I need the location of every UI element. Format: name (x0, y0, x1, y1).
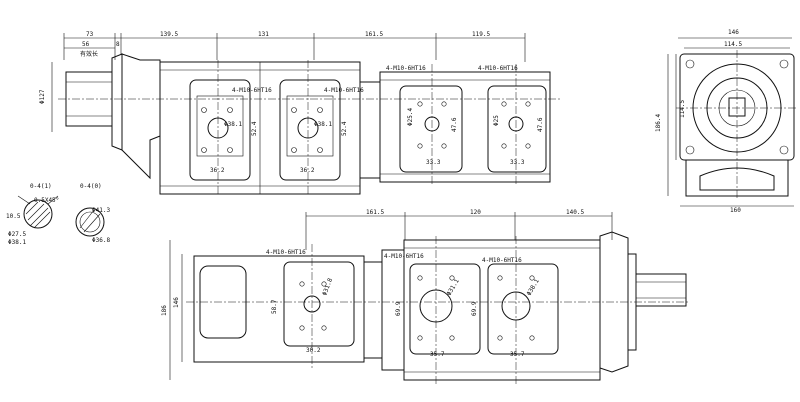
bot-dia-2: Φ31.1 (446, 278, 461, 297)
bot-dia-3: Φ38.1 (526, 278, 541, 297)
bot-dim-120: 120 (470, 209, 481, 216)
port-dia-3: Φ25.4 (407, 108, 414, 126)
bot-thread-c: 4-M10-6HT16 (482, 257, 522, 264)
port-dist-1: 36.2 (210, 167, 225, 174)
dim-8: 8 (116, 41, 120, 48)
section-a-title: 0-4(1) (30, 183, 52, 190)
dim-shaft-dia: Φ127 (39, 89, 46, 104)
dim-139-5: 139.5 (160, 31, 178, 38)
port-dia-2: Φ38.1 (314, 121, 332, 128)
bottom-view: 161.5 120 140.5 186 146 4-M10-6HT16 Φ31.… (161, 209, 690, 384)
side-view: 146 114.5 186.4 114.5 160 (655, 29, 798, 214)
bot-thread-a: 4-M10-6HT16 (266, 249, 306, 256)
port-h-3: 47.6 (451, 117, 458, 132)
port-thread-c: 4-M10-6HT16 (386, 65, 426, 72)
port-dist-3: 33.3 (426, 159, 441, 166)
top-view: 73 56 8 有效长 139.5 131 161.5 119.5 Φ127 (39, 31, 560, 196)
bot-dist-3: 35.7 (510, 351, 525, 358)
section-a-chamfer: 0.5X45° (34, 197, 59, 204)
section-details: 0-4(1) 0-4(0) 0.5X45° 10.5 Φ27.5 Φ38.1 Φ… (6, 183, 110, 246)
dim-73: 73 (86, 31, 94, 38)
dim-mount: 有效长 (80, 50, 98, 58)
bot-dist-2: 35.7 (430, 351, 445, 358)
section-a-w: 10.5 (6, 213, 21, 220)
bot-dist-1: 30.2 (306, 347, 321, 354)
dim-161-5: 161.5 (365, 31, 383, 38)
dim-119-5: 119.5 (472, 31, 490, 38)
port-dia-4: Φ25 (493, 115, 500, 126)
side-h-114-5: 114.5 (679, 100, 686, 118)
bot-h-146: 146 (173, 297, 180, 308)
port-thread-a: 4-M10-6HT16 (232, 87, 272, 94)
bot-h-186: 186 (161, 305, 168, 316)
port-dist-2: 36.2 (300, 167, 315, 174)
port-thread-b: 4-M10-6HT16 (324, 87, 364, 94)
side-w-114-5: 114.5 (724, 41, 742, 48)
side-h-186-4: 186.4 (655, 114, 662, 132)
side-w-146: 146 (728, 29, 739, 36)
section-b-title: 0-4(0) (80, 183, 102, 190)
bot-thread-b: 4-M10-6HT16 (384, 253, 424, 260)
bot-h-58-7: 58.7 (271, 299, 278, 314)
port-dist-4: 33.3 (510, 159, 525, 166)
bot-h-69-9a: 69.9 (395, 301, 402, 316)
port-h-2: 52.4 (341, 121, 348, 136)
port-h-1: 52.4 (251, 121, 258, 136)
bot-dim-140-5: 140.5 (566, 209, 584, 216)
port-h-4: 47.6 (537, 117, 544, 132)
dim-56: 56 (82, 41, 90, 48)
bot-dim-161-5: 161.5 (366, 209, 384, 216)
bot-dia-1: Φ31.8 (321, 277, 334, 297)
side-w-160: 160 (730, 207, 741, 214)
section-a-dia2: Φ38.1 (8, 239, 26, 246)
bot-h-69-9b: 69.9 (471, 301, 478, 316)
port-dia-1: Φ38.1 (224, 121, 242, 128)
port-thread-d: 4-M10-6HT16 (478, 65, 518, 72)
section-a-dia1: Φ27.5 (8, 231, 26, 238)
dim-131: 131 (258, 31, 269, 38)
section-b-dia2: Φ36.8 (92, 237, 110, 244)
section-b-dia1: Φ41.3 (92, 207, 110, 214)
